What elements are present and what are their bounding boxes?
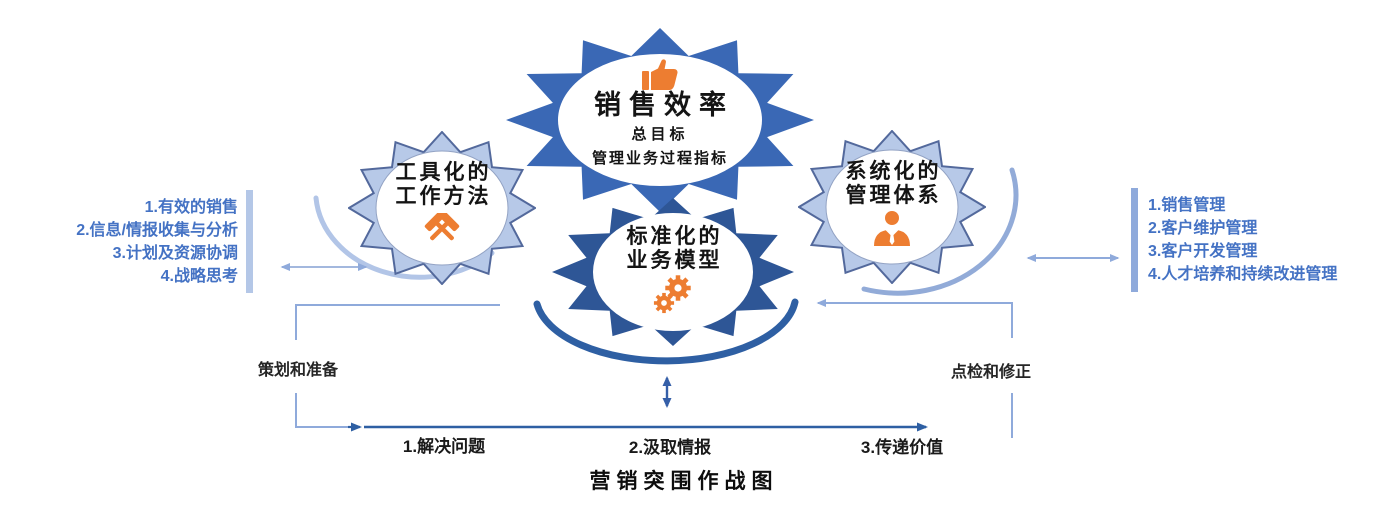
- left-list-item: 1.有效的销售: [144, 199, 238, 216]
- step-1: 1.解决问题: [402, 437, 486, 456]
- badge-top-title: 销售效率: [594, 90, 734, 120]
- left-bracket-bottom: [295, 393, 348, 428]
- badge-top-subtitle: 总目标: [631, 126, 689, 144]
- stage-label-left: 策划和准备: [258, 362, 339, 379]
- left-list-item: 4.战略思考: [160, 268, 238, 285]
- badge-top-caption: 管理业务过程指标: [591, 150, 728, 168]
- badge-right-line1: 系统化的: [845, 160, 942, 183]
- left-bracket-top: [295, 304, 500, 340]
- badge-center-star: [552, 198, 794, 346]
- left-list-item: 2.信息/情报收集与分析: [76, 222, 238, 239]
- right-list-item: 3.客户开发管理: [1148, 243, 1258, 260]
- left-list-item: 3.计划及资源协调: [112, 245, 238, 262]
- right-list-item: 1.销售管理: [1148, 197, 1226, 214]
- right-list-item: 4.人才培养和持续改进管理: [1148, 266, 1338, 283]
- badge-management-system: 系统化的 管理体系: [798, 130, 986, 284]
- left-list-bar: [246, 190, 253, 293]
- badge-sales-efficiency: 销售效率 总目标 管理业务过程指标: [505, 27, 815, 213]
- left-list: 1.有效的销售 2.信息/情报收集与分析 3.计划及资源协调 4.战略思考: [20, 196, 238, 288]
- crossed-hammers-icon: [424, 213, 460, 241]
- right-cycle-arc: [861, 167, 1019, 296]
- badge-left-line1: 工具化的: [395, 161, 492, 184]
- right-bracket-top: [816, 299, 1013, 338]
- badge-center-line1: 标准化的: [626, 225, 723, 248]
- right-list-bar: [1131, 188, 1138, 292]
- gears-icon: [653, 275, 691, 314]
- badge-left-star: [348, 131, 536, 285]
- thumbs-up-icon: [642, 59, 678, 90]
- step-2: 2.汲取情报: [628, 438, 712, 457]
- badge-tooling-method: 工具化的 工作方法: [348, 131, 536, 285]
- right-list-item: 2.客户维护管理: [1148, 220, 1258, 237]
- badge-sales-efficiency-star: [506, 28, 814, 212]
- badge-left-line2: 工作方法: [395, 184, 492, 208]
- businessman-icon: [874, 211, 910, 247]
- right-list: 1.销售管理 2.客户维护管理 3.客户开发管理 4.人才培养和持续改进管理: [1148, 194, 1398, 286]
- badge-right-line2: 管理体系: [845, 183, 942, 207]
- left-cycle-arc: [313, 195, 495, 280]
- stage-label-right: 点检和修正: [951, 364, 1032, 381]
- step-3: 3.传递价值: [860, 438, 944, 457]
- page-title: 营销突围作战图: [589, 470, 779, 493]
- badge-center-line2: 业务模型: [626, 248, 723, 272]
- center-cycle-arc: [533, 298, 799, 365]
- badge-business-model: 标准化的 业务模型: [551, 197, 795, 347]
- badge-right-star: [798, 130, 986, 284]
